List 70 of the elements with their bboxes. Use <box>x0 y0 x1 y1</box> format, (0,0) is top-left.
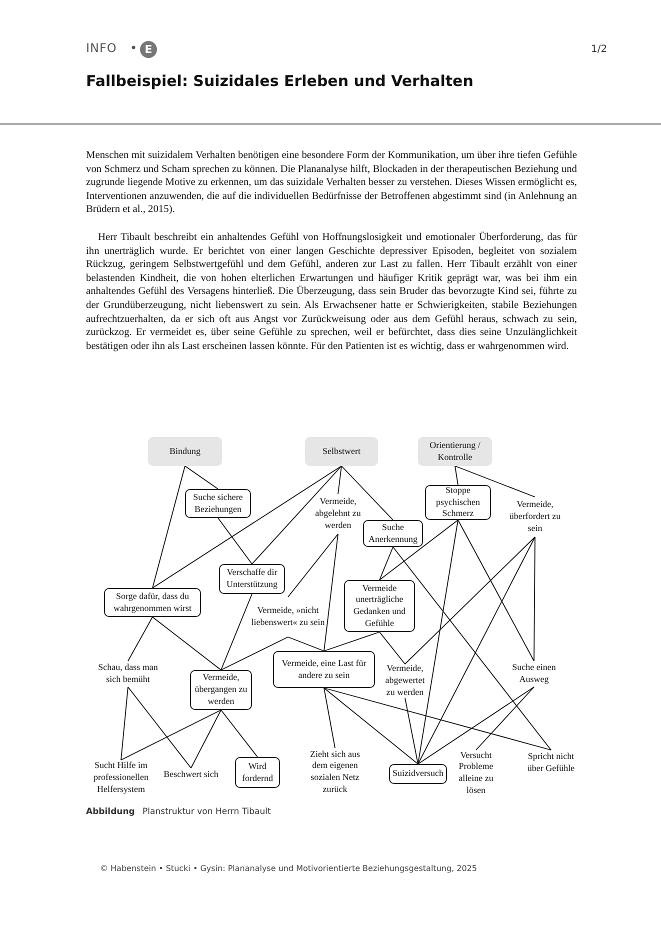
plan-text: Spricht nicht über Gefühle <box>520 750 582 776</box>
connector-line <box>418 536 536 764</box>
connector-line <box>128 686 192 768</box>
connector-line <box>184 466 218 490</box>
page-number: 1/2 <box>591 44 608 55</box>
plan-text: Versucht Probleme alleine zu lösen <box>450 750 502 796</box>
paragraph: Menschen mit suizidalem Verhalten benötigen eine besondere Form der Kommunikation, um über ihre tiefen Gefühle von Schmerz und Scham sprechen zu können. Die Plananalyse hilft, Blockaden in der therapeutischen Beziehung und zugrunde liegende Motive zu erkennen, um das suizidale Verhalten besser zu verstehen. Dieses Wissen ermöglicht es, Interventionen anzuwenden, die auf die individuellen Bedürfnisse der Betroffenen abgestimmt sind (in Anlehnung an Brüdern et al., 2015). <box>86 149 577 217</box>
connector-line <box>190 710 222 768</box>
connector-line <box>152 616 222 670</box>
plan-text: Vermeide, abgelehnt zu werden <box>312 494 364 534</box>
plan-text: Vermeide, abgewertet zu werden <box>380 664 430 698</box>
plan-box: Vermeide unerträgliche Gedanken und Gefühle <box>344 580 415 632</box>
connector-line <box>404 698 418 764</box>
section-label: INFO <box>86 41 117 55</box>
plan-text: Vermeide, überfordert zu sein <box>506 497 564 537</box>
bullet: • <box>130 41 138 55</box>
connector-line <box>152 466 186 588</box>
connector-line <box>324 688 552 750</box>
connector-line <box>404 536 536 664</box>
connector-line <box>288 534 338 598</box>
copyright-footer: © Habenstein • Stucki • Gysin: Plananalyse und Motivorientierte Beziehungsgestaltung, 2025 <box>100 864 477 873</box>
plan-box: Vermeide, eine Last für andere zu sein <box>273 651 375 688</box>
plan-text: Zieht sich aus dem eigenen sozialen Netz zurück <box>303 748 367 796</box>
plan-text: Vermeide, »nicht liebenswert« zu sein <box>250 597 326 637</box>
connector-line <box>341 466 394 520</box>
connector-line <box>324 688 418 764</box>
connector-line <box>454 466 536 498</box>
connector-line <box>218 518 252 564</box>
connector-line <box>418 686 534 764</box>
plan-box: Vermeide, übergangen zu werden <box>190 670 252 710</box>
plan-box: Sorge dafür, dass du wahrgenommen wirst <box>104 588 201 617</box>
plan-text: Schau, dass man sich bemüht <box>92 661 164 687</box>
page-title: Fallbeispiel: Suizidales Erleben und Verhalten <box>86 72 474 90</box>
plan-text: Suche einen Ausweg <box>503 661 565 687</box>
connector-line <box>392 546 552 750</box>
connector-line <box>534 536 536 662</box>
connector-line <box>379 546 394 580</box>
connector-line <box>152 466 342 588</box>
connector-line <box>252 466 342 564</box>
category-box: Selbstwert <box>305 437 378 466</box>
connector-line <box>379 632 406 664</box>
plan-box: Wird fordernd <box>235 757 280 788</box>
connector-line <box>220 594 252 670</box>
connector-line <box>324 632 380 652</box>
connector-line <box>120 710 222 760</box>
connector-line <box>220 636 288 670</box>
figure-caption: Abbildung Planstruktur von Herrn Tibault <box>86 807 271 817</box>
plan-box: Suche Anerkennung <box>363 520 423 547</box>
category-box: Bindung <box>148 437 222 466</box>
connector-line <box>324 688 336 748</box>
connector-line <box>120 686 128 760</box>
connector-line <box>454 466 458 486</box>
plan-box: Verschaffe dir Unterstützung <box>219 564 285 594</box>
paragraph: Herr Tibault beschreibt ein anhaltendes Gefühl von Hoffnungslosigkeit und emotionaler Überforderung, das für ihn unerträglich wurde. Er berichtet von einer langen Geschichte depressiver Episoden, begleitet von sozialem Rückzug, geringem Selbstwertgefühl und dem Gefühl, anderen zur Last zu fallen. Herr Tibault erzählt von einer belastenden Kindheit, die von hohen elterlichen Erwartungen und häufiger Kritik geprägt war, was bei ihm ein anhaltendes Gefühl des Versagens hinterließ. Die Überzeugung, dass sein Bruder das bevorzugte Kind sei, führte zu der Grundüberzeugung, nicht liebenswert zu sein. Als Erwachsener hatte er Schwierigkeiten, stabile Beziehungen aufrechtzuerhalten, da er sich oft aus Angst vor Zurückweisung oder aus dem Gefühl heraus, schwach zu sein, zurückzog. Er vermeidet es, über seine Gefühle zu sprechen, weil er befürchtet, dass dies seine Unzulänglichkeit bestätigen oder ihn als Last erscheinen lassen könnte. Für den Patienten ist es wichtig, dass er wahrgenommen wird. <box>86 231 577 354</box>
connector-line <box>379 520 458 580</box>
connector-line <box>418 520 458 764</box>
plan-box: Suche sichere Beziehungen <box>185 489 251 518</box>
connector-line <box>324 534 338 652</box>
connector-line <box>338 466 342 494</box>
level-badge: E <box>140 41 157 58</box>
connector-line <box>458 520 534 662</box>
category-box: Orientierung / Kontrolle <box>418 437 492 466</box>
connector-line <box>476 686 534 750</box>
connector-line <box>220 710 258 758</box>
connector-line <box>288 636 324 652</box>
plan-text: Beschwert sich <box>158 768 224 782</box>
plan-box: Stoppe psychischen Schmerz <box>425 485 491 520</box>
plan-box: Suizidversuch <box>389 764 447 784</box>
plan-text: Sucht Hilfe im professionellen Helfersystem <box>86 760 156 796</box>
connector-line <box>128 616 153 662</box>
